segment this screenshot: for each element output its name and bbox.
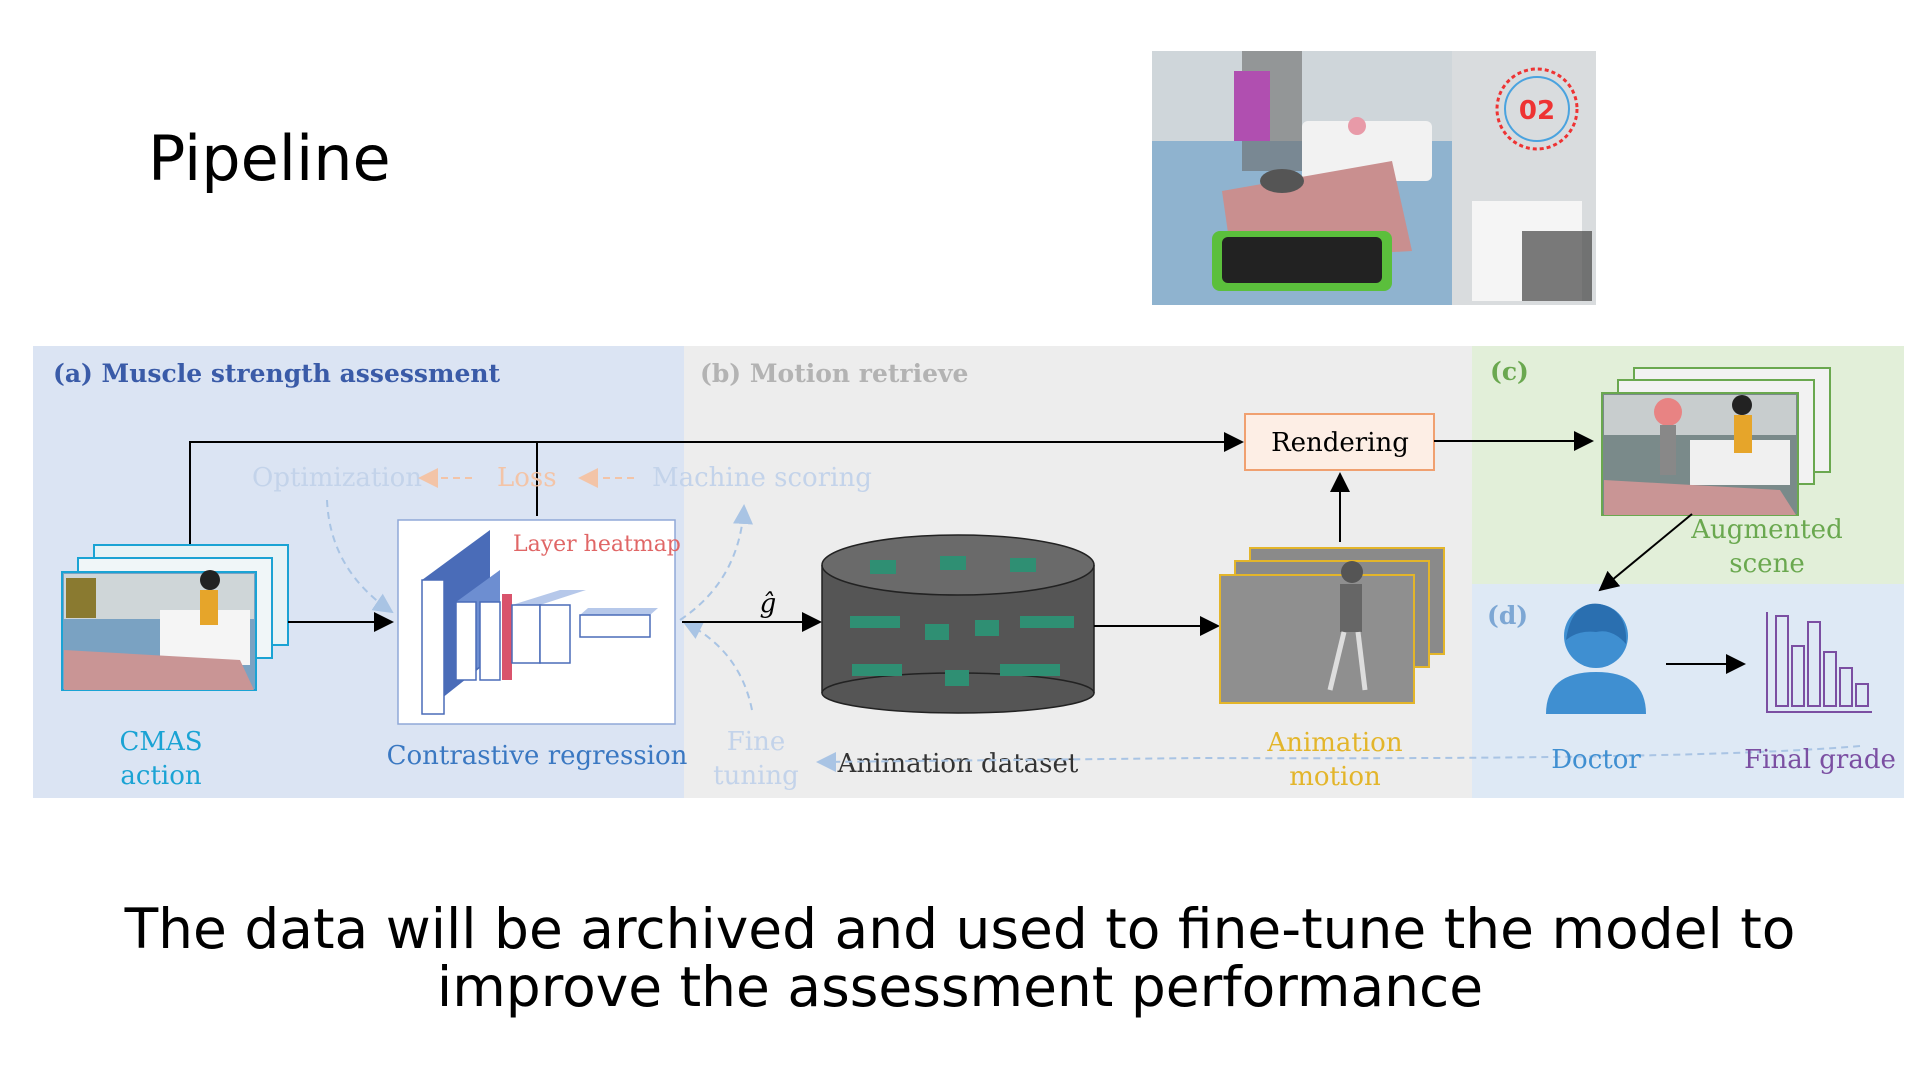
page-title: Pipeline — [148, 122, 391, 195]
animation-dataset-label: Animation dataset — [837, 749, 1079, 779]
layer-heatmap-label: Layer heatmap — [513, 532, 681, 557]
final-grade-bar-icon — [1766, 612, 1872, 713]
slide-caption: The data will be archived and used to fi… — [0, 900, 1920, 1016]
contrastive-regression-label: Contrastive regression — [387, 741, 688, 771]
augmented-scene-line1: Augmented — [1690, 515, 1842, 545]
fine-tuning-line1: Fine — [727, 727, 786, 757]
augmented-scene-line2: scene — [1729, 549, 1804, 579]
caption-line-2: improve the assessment performance — [436, 955, 1484, 1019]
panel-c-label: (c) — [1490, 357, 1529, 386]
caption-line-1: The data will be archived and used to fi… — [124, 897, 1796, 961]
panel-d — [1472, 584, 1904, 798]
timer-ring-icon — [1495, 67, 1579, 151]
animation-motion-line1: Animation — [1266, 728, 1402, 758]
fine-tuning-line2: tuning — [713, 761, 799, 791]
animation-dataset-cylinder — [821, 534, 1095, 714]
top-connector-line — [189, 432, 1244, 545]
panel-a-label: (a) Muscle strength assessment — [53, 359, 501, 388]
augmented-scene-frames — [1601, 367, 1831, 516]
g-hat-label: ĝ — [760, 589, 777, 619]
video-thumbnail[interactable]: 02 — [1152, 51, 1596, 305]
optimization-label: Optimization — [252, 463, 422, 493]
doctor-label: Doctor — [1551, 745, 1641, 775]
cmas-action-frames — [61, 544, 289, 691]
scene-to-doctor-arrow — [1598, 513, 1693, 592]
cmas-label-line2: action — [120, 761, 201, 791]
animation-motion-line2: motion — [1289, 762, 1381, 792]
machine-scoring-label: Machine scoring — [652, 463, 872, 493]
animation-motion-frames — [1219, 547, 1445, 704]
final-grade-label: Final grade — [1744, 745, 1896, 775]
doctor-icon — [1546, 603, 1646, 714]
regression-network — [397, 519, 676, 725]
cmas-label-line1: CMAS — [119, 727, 202, 757]
panel-d-label: (d) — [1487, 601, 1528, 630]
panel-b-label: (b) Motion retrieve — [700, 359, 968, 388]
loss-label: Loss — [497, 463, 557, 493]
rendering-label: Rendering — [1271, 428, 1409, 458]
timer-text: 02 — [1519, 96, 1555, 126]
